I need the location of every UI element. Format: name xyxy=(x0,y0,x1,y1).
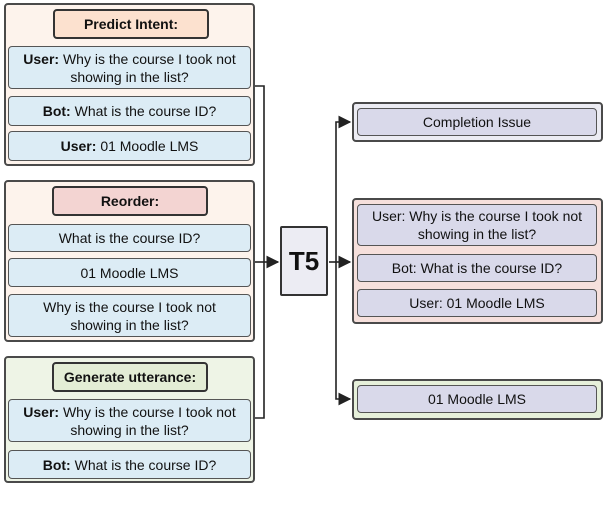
reorder-item-3: Why is the course I took not showing in … xyxy=(8,294,251,337)
input-connector-1 xyxy=(255,85,265,262)
intent-output-label: Completion Issue xyxy=(357,108,597,136)
generate-utterance-header: Generate utterance: xyxy=(52,362,208,392)
predict-bot-utterance: Bot: What is the course ID? xyxy=(8,96,251,126)
utterance-text: What is the course ID? xyxy=(74,103,217,119)
reorder-output-item-2: Bot: What is the course ID? xyxy=(357,254,597,282)
output-connector-1 xyxy=(335,115,352,262)
utterance-line-2: showing in the list? xyxy=(70,421,189,438)
utterance-line-1: User: Why is the course I took not xyxy=(371,208,583,224)
generate-user-utterance: User: Why is the course I took not showi… xyxy=(8,399,251,442)
reorder-item-2: 01 Moodle LMS xyxy=(8,258,251,287)
t5-model-box: T5 xyxy=(280,226,328,296)
utterance-line-2: showing in the list? xyxy=(70,316,189,333)
utterance-text: What is the course ID? xyxy=(74,456,217,473)
generate-bot-utterance: Bot: What is the course ID? xyxy=(8,450,251,479)
speaker-label: User: xyxy=(23,403,60,420)
speaker-label: User: xyxy=(23,50,60,67)
utterance-line-1: Why is the course I took not xyxy=(43,298,216,315)
reorder-output-item-3: User: 01 Moodle LMS xyxy=(357,289,597,317)
speaker-label: Bot: xyxy=(42,456,71,473)
speaker-label: User: xyxy=(60,138,97,154)
input-connector-3 xyxy=(255,262,265,419)
utterance-line-2: showing in the list? xyxy=(417,226,537,242)
predict-user-utterance: User: Why is the course I took not showi… xyxy=(8,46,251,89)
predict-user-answer: User: 01 Moodle LMS xyxy=(8,131,251,161)
reorder-item-1: What is the course ID? xyxy=(8,224,251,252)
generate-output-label: 01 Moodle LMS xyxy=(357,385,597,413)
reorder-header: Reorder: xyxy=(52,186,208,216)
speaker-label: Bot: xyxy=(42,103,71,119)
utterance-line-1: Why is the course I took not xyxy=(62,50,236,67)
utterance-line-2: showing in the list? xyxy=(70,68,189,85)
predict-intent-header: Predict Intent: xyxy=(53,9,209,39)
reorder-output-item-1: User: Why is the course I took not showi… xyxy=(357,204,597,246)
utterance-line-1: Why is the course I took not xyxy=(62,403,236,420)
utterance-text: 01 Moodle LMS xyxy=(100,138,199,154)
output-connector-3 xyxy=(335,262,352,406)
